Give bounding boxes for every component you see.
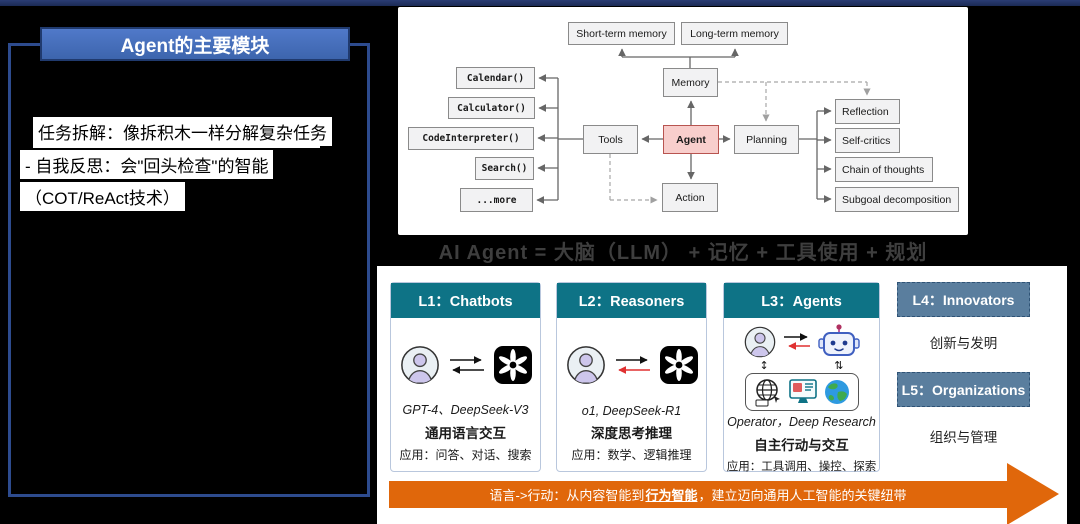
top-navy-strip xyxy=(0,0,1080,6)
computer-monitor-icon xyxy=(788,379,817,403)
vertical-arrows-row: ↕ ⇅ xyxy=(742,359,862,372)
node-short-term-memory: Short-term memory xyxy=(568,22,675,45)
card-l3-body: ↕ ⇅ xyxy=(724,318,879,482)
node-action: Action xyxy=(662,183,718,212)
language-to-action-banner: 语言->行动：从内容智能到行为智能，建立迈向通用人工智能的关键纽带 xyxy=(389,481,1007,508)
agent-tools-strip xyxy=(744,373,859,411)
card-l1-capability: 通用语言交互 xyxy=(424,426,506,441)
banner-arrowhead xyxy=(1007,463,1059,524)
node-memory: Memory xyxy=(663,68,718,97)
web-globe-icon xyxy=(755,379,780,407)
caption-line-2: - 自我反思：会"回头检查"的智能 xyxy=(20,150,274,179)
caption-line-1: 任务拆解：像拆积木一样分解复杂任务 xyxy=(33,117,332,146)
node-more: ...more xyxy=(460,188,533,212)
node-long-term-memory: Long-term memory xyxy=(681,22,788,45)
node-calculator: Calculator() xyxy=(448,97,535,119)
node-calendar: Calendar() xyxy=(456,67,535,89)
node-chain-of-thoughts: Chain of thoughts xyxy=(835,157,933,182)
agent-architecture-diagram: Short-term memory Long-term memory Calen… xyxy=(398,7,968,235)
banner-text-emphasis: 行为智能 xyxy=(645,488,698,503)
card-l1-chatbots: L1：Chatbots xyxy=(390,282,541,472)
card-l3-models: Operator，Deep Research xyxy=(727,415,876,429)
card-l1-applications: 应用：问答、对话、搜索 xyxy=(399,448,532,462)
card-l1-models: GPT-4、DeepSeek-V3 xyxy=(402,403,529,417)
node-subgoal-decomposition: Subgoal decomposition xyxy=(835,187,959,212)
panel-title: Agent的主要模块 xyxy=(120,35,270,57)
exchange-arrows-icon xyxy=(783,333,810,350)
card-l2-reasoners: L2：Reasoners xyxy=(556,282,707,472)
node-tools: Tools xyxy=(583,125,638,154)
exchange-arrows-icon xyxy=(615,356,650,374)
exchange-arrows-icon xyxy=(449,356,484,374)
node-search: Search() xyxy=(475,157,534,180)
card-l2-body: o1, DeepSeek-R1 深度思考推理 应用：数学、逻辑推理 xyxy=(557,318,706,471)
card-l4-body: 创新与发明 xyxy=(929,336,998,351)
node-reflection: Reflection xyxy=(835,99,900,124)
agent-levels-panel: L1：Chatbots xyxy=(377,266,1067,524)
card-l3-applications: 应用：工具调用、操控、探索 xyxy=(726,461,877,473)
user-avatar-icon xyxy=(566,346,605,384)
user-avatar-icon xyxy=(744,326,775,358)
card-l4-header: L4：Innovators xyxy=(897,282,1030,317)
card-l2-models: o1, DeepSeek-R1 xyxy=(581,404,682,418)
node-codeinterpreter: CodeInterpreter() xyxy=(408,127,534,150)
banner-text-suffix: ，建立迈向通用人工智能的关键纽带 xyxy=(698,488,907,503)
left-module-panel xyxy=(8,43,370,497)
node-self-critics: Self-critics xyxy=(835,128,900,153)
robot-updown-arrow-icon: ⇅ xyxy=(834,359,844,372)
card-l1-header: L1：Chatbots xyxy=(391,283,540,318)
node-agent: Agent xyxy=(663,125,719,154)
openai-logo-icon xyxy=(493,346,532,384)
card-l3-capability: 自主行动与交互 xyxy=(754,438,849,453)
card-l2-header: L2：Reasoners xyxy=(557,283,706,318)
openai-logo-icon xyxy=(659,346,698,384)
card-l2-capability: 深度思考推理 xyxy=(590,426,672,441)
card-l3-header: L3：Agents xyxy=(724,283,879,318)
card-l1-body: GPT-4、DeepSeek-V3 通用语言交互 应用：问答、对话、搜索 xyxy=(391,318,540,471)
card-l2-applications: 应用：数学、逻辑推理 xyxy=(571,448,692,462)
caption-line-3: （COT/ReAct技术） xyxy=(20,182,185,211)
agent-equation: AI Agent = 大脑（LLM） + 记忆 + 工具使用 + 规划 xyxy=(438,241,928,264)
earth-icon xyxy=(824,380,849,404)
node-planning: Planning xyxy=(734,125,799,154)
banner-text-prefix: 语言->行动：从内容智能到 xyxy=(489,488,645,503)
user-avatar-icon xyxy=(400,346,439,384)
card-l3-agents: L3：Agents xyxy=(723,282,880,473)
card-l5-header: L5：Organizations xyxy=(897,372,1030,407)
card-l5-body: 组织与管理 xyxy=(929,430,998,445)
robot-icon xyxy=(817,324,860,356)
caption-artifact xyxy=(33,144,320,148)
user-updown-arrow-icon: ↕ xyxy=(759,359,769,372)
panel-title-box: Agent的主要模块 xyxy=(40,27,350,61)
